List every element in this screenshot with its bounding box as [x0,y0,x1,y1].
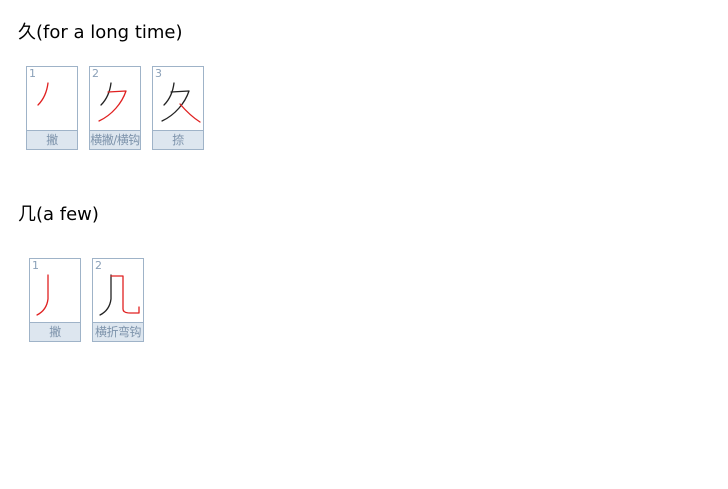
stroke-name: 撇 [30,322,80,341]
stroke-card: 2 横撇/横钩 [89,66,141,150]
character: 久 [18,22,36,43]
character: 几 [18,204,36,225]
stroke-name: 横撇/横钩 [90,130,140,149]
stroke-card: 3 捺 [152,66,204,150]
stroke-number: 1 [29,67,36,80]
stroke-order-row-ji: 1 撇 2 横折弯钩 [29,258,144,342]
stroke-number: 1 [32,259,39,272]
character-heading-jiu: 久(for a long time) [18,22,183,44]
stroke-diagram [36,274,49,316]
stroke-name: 捺 [153,130,203,149]
stroke-number: 2 [95,259,102,272]
stroke-card: 1 撇 [26,66,78,150]
stroke-order-row-jiu: 1 撇 2 横撇/横钩 3 捺 [26,66,204,150]
meaning: (for a long time) [36,22,183,43]
stroke-diagram [98,82,127,122]
stroke-name: 横折弯钩 [93,322,143,341]
stroke-card: 1 撇 [29,258,81,342]
stroke-diagram [99,274,140,316]
stroke-card: 2 横折弯钩 [92,258,144,342]
meaning: (a few) [36,204,99,225]
stroke-number: 3 [155,67,162,80]
stroke-number: 2 [92,67,99,80]
stroke-name: 撇 [27,130,77,149]
character-heading-ji: 几(a few) [18,204,99,226]
stroke-diagram [161,82,201,123]
stroke-diagram [37,82,49,106]
